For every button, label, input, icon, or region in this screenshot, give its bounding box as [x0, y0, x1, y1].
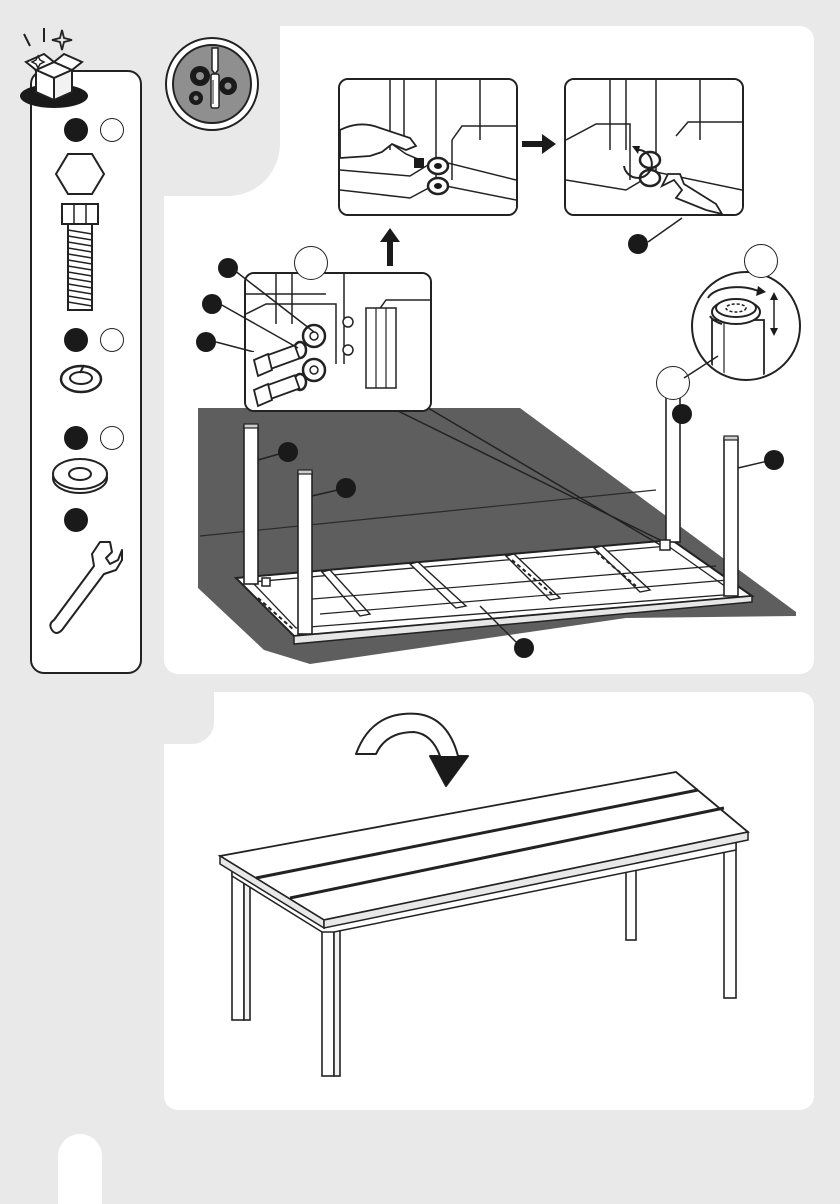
part-badge-filled: [64, 508, 88, 532]
callout-leaders: [214, 262, 324, 352]
screwdriver-gears-icon: [162, 34, 262, 134]
detail-badge-outline: [744, 244, 778, 278]
hex-bolt-icon: [50, 152, 110, 314]
detail-wrench-tighten: [564, 78, 744, 216]
part-badge-filled: [64, 118, 88, 142]
step-panel-notch: [160, 688, 214, 744]
right-arrow-icon: [522, 134, 556, 154]
part-badge-outline: [100, 426, 124, 450]
callout-dot: [196, 332, 216, 352]
table-upright-illustration: [164, 760, 814, 1090]
detail-hand-tighten: [338, 78, 518, 216]
open-box-icon: [14, 26, 94, 108]
part-badge-filled: [64, 426, 88, 450]
detail-leader: [682, 352, 722, 380]
page-number-tab: [58, 1134, 102, 1204]
wrench-icon: [46, 538, 126, 638]
part-badge-outline: [100, 328, 124, 352]
part-badge-outline: [100, 118, 124, 142]
spring-washer-icon: [58, 362, 104, 396]
step-panel-notch-lower: [160, 140, 212, 196]
flat-washer-icon: [50, 456, 110, 496]
part-badge-filled: [64, 328, 88, 352]
